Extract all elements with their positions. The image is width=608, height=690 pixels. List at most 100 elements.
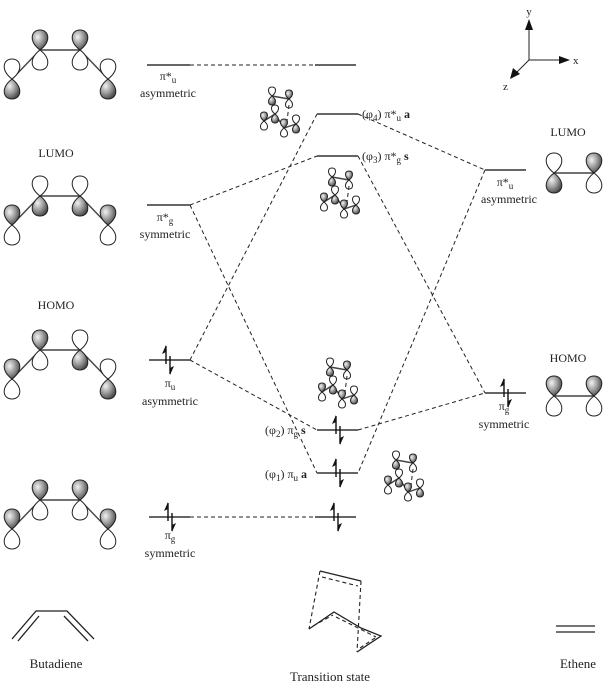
butadiene-orbital-bd-pi-g xyxy=(3,479,117,550)
fragment-interaction xyxy=(346,185,350,203)
shaded-lobe xyxy=(545,172,563,194)
electron-pair-et-pi-g xyxy=(500,378,512,408)
symmetry-et-pi-g: symmetric xyxy=(479,417,530,431)
open-lobe xyxy=(71,499,89,521)
butadiene-fragment-bonds xyxy=(387,477,421,493)
carbon-chain xyxy=(11,195,109,226)
sub: u xyxy=(172,75,177,85)
shaded-lobe xyxy=(71,195,89,217)
spin-down-arrowhead-icon xyxy=(170,366,174,375)
correlation-line xyxy=(189,204,318,474)
open-lobe xyxy=(99,528,117,550)
open-lobe xyxy=(331,185,339,196)
open-lobe xyxy=(31,499,49,521)
spin-up-arrowhead-icon xyxy=(162,345,166,354)
sub: g xyxy=(171,534,176,544)
open-lobe xyxy=(3,528,21,550)
ts-top-bond xyxy=(319,570,362,582)
fragment-interaction xyxy=(344,375,348,393)
shaded-lobe xyxy=(3,204,21,226)
shaded-lobe xyxy=(3,78,21,100)
label-ts-phi2: (φ2) πg s xyxy=(265,423,306,440)
shaded-lobe xyxy=(99,204,117,226)
open-lobe xyxy=(280,127,288,138)
correlation-line xyxy=(189,113,318,361)
shaded-lobe xyxy=(340,199,348,210)
transition-state-structure: Transition state xyxy=(290,570,383,684)
open-lobe xyxy=(99,58,117,80)
open-lobe xyxy=(3,378,21,400)
z-arrowhead-icon xyxy=(510,68,520,79)
energy-levels xyxy=(147,64,526,518)
open-lobe xyxy=(392,450,400,461)
shaded-lobe xyxy=(392,459,400,470)
label-bd-pi-star-g: π*g xyxy=(157,210,174,226)
label-et-pi-star-u: π*u xyxy=(497,175,514,191)
ts-orbital-picture-phi4 xyxy=(260,86,300,138)
ethene-structure: Ethene xyxy=(556,625,596,671)
spin-down-arrowhead-icon xyxy=(340,436,344,445)
butadiene-orbital-bd-pi-u xyxy=(3,329,117,400)
open-lobe xyxy=(340,208,348,219)
open-lobe xyxy=(395,468,403,479)
coordinate-axes: y x z xyxy=(503,6,579,93)
orbital-pictures xyxy=(3,29,603,550)
open-lobe xyxy=(404,491,412,502)
symmetry-bd-pi-star-g: symmetric xyxy=(140,227,191,241)
open-lobe xyxy=(352,195,360,206)
symmetry-bd-pi-u: asymmetric xyxy=(142,394,198,408)
shaded-lobe xyxy=(328,176,336,187)
shaded-lobe xyxy=(31,479,49,501)
shaded-lobe xyxy=(585,152,603,174)
open-lobe xyxy=(329,375,337,386)
shaded-lobe xyxy=(326,366,334,377)
open-lobe xyxy=(260,120,268,131)
electron-pair-ts-bottom xyxy=(330,502,342,532)
correlation-line xyxy=(357,113,486,171)
open-lobe xyxy=(328,167,336,178)
z-axis-label: z xyxy=(503,81,508,93)
electron-pair-bd-pi-g xyxy=(164,502,176,532)
symmetry-bd-pi-star-u: asymmetric xyxy=(140,86,196,100)
open-lobe xyxy=(416,478,424,489)
electron-pair-ts-phi1 xyxy=(332,458,344,488)
carbon-chain xyxy=(11,499,109,530)
open-lobe xyxy=(268,86,276,97)
fragment-interaction xyxy=(410,468,414,486)
label-bd-pi-u: πu xyxy=(165,376,176,392)
butadiene-orbital-bd-pi-star-u xyxy=(3,29,117,100)
label-bd-pi-g: πg xyxy=(165,528,176,544)
electron-pairs xyxy=(162,345,512,532)
ts-orbital-picture-phi3 xyxy=(320,167,360,219)
open-lobe xyxy=(71,329,89,351)
electron-pair-ts-phi2 xyxy=(332,415,344,445)
shaded-lobe xyxy=(384,475,392,486)
butadiene-fragment-bonds xyxy=(321,384,355,400)
shaded-lobe xyxy=(71,29,89,51)
ethene-fragment-bond xyxy=(271,95,290,100)
label-bd-pi-star-u: π*u xyxy=(160,69,177,85)
shaded-lobe xyxy=(350,394,358,405)
symmetry-et-pi-star-u: asymmetric xyxy=(481,192,537,206)
spin-up-arrowhead-icon xyxy=(164,502,168,511)
shaded-lobe xyxy=(416,487,424,498)
shaded-lobe xyxy=(3,358,21,380)
shaded-lobe xyxy=(585,375,603,397)
ethene-orbital-et-pi-star-u xyxy=(545,152,603,194)
shaded-lobe xyxy=(338,389,346,400)
shaded-lobe xyxy=(545,375,563,397)
ethene-fragment-bond xyxy=(329,366,348,371)
open-lobe xyxy=(326,357,334,368)
label-ts-phi4: (φ4) π*u a xyxy=(362,107,410,124)
sym: π xyxy=(165,376,171,390)
butadiene-structure: Butadiene xyxy=(11,610,95,671)
shaded-lobe xyxy=(31,195,49,217)
correlation-line xyxy=(357,392,486,431)
ts-dash-4 xyxy=(359,637,376,649)
x-axis-label: x xyxy=(573,55,579,67)
sub: g xyxy=(169,216,174,226)
shaded-lobe xyxy=(280,118,288,129)
open-lobe xyxy=(31,175,49,197)
open-lobe xyxy=(31,49,49,71)
